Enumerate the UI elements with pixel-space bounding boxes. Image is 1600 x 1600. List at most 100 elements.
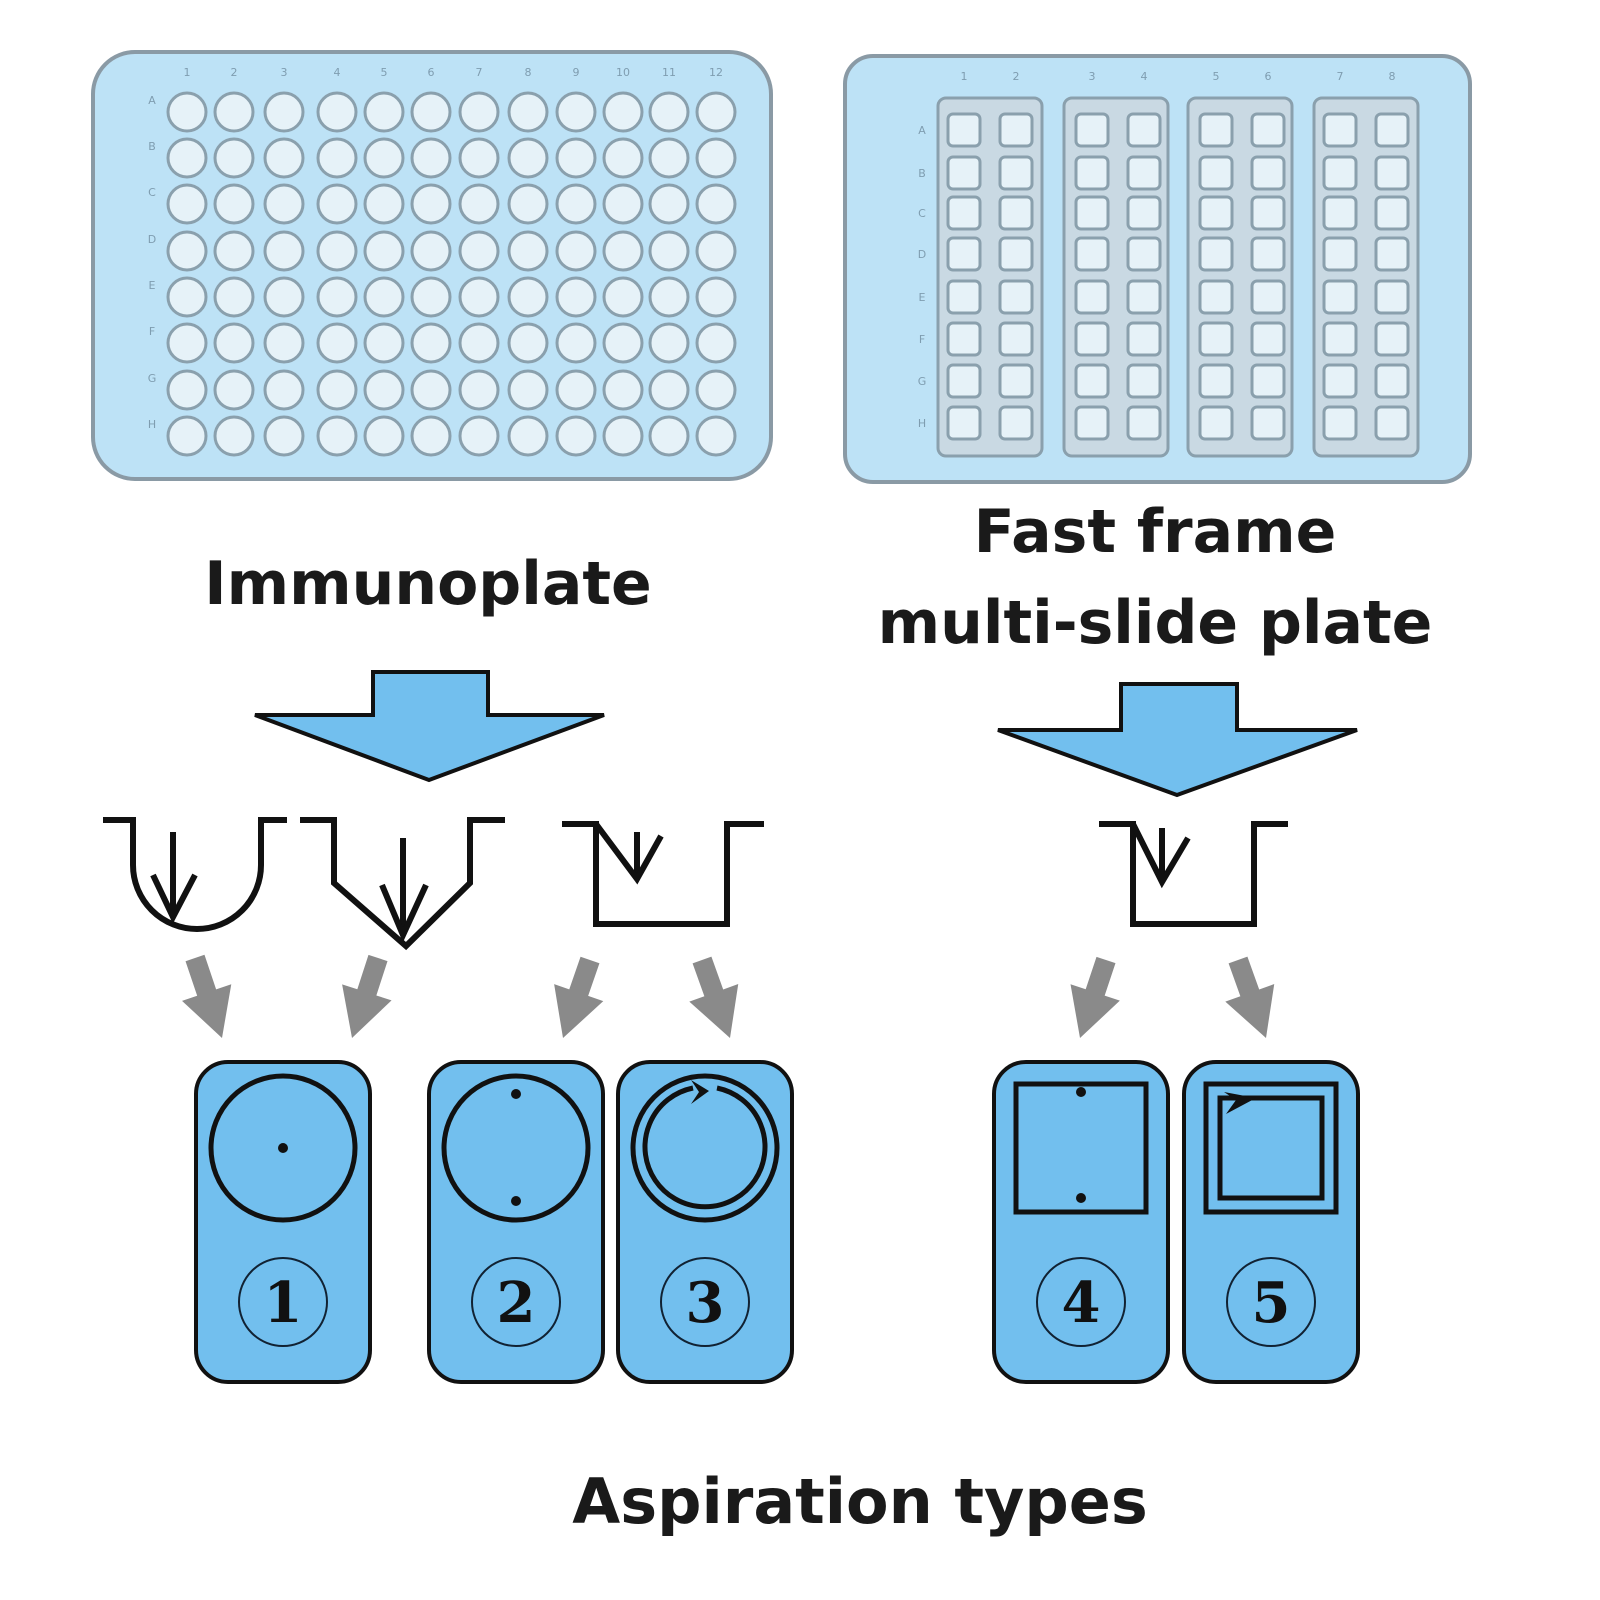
well <box>1250 405 1286 441</box>
well <box>602 137 644 179</box>
well <box>507 322 549 364</box>
well <box>507 183 549 225</box>
row-label: B <box>148 140 156 153</box>
aspiration-point-icon <box>511 1089 521 1099</box>
column-label: 6 <box>1265 70 1272 83</box>
well <box>946 112 982 148</box>
row-label: D <box>918 248 926 261</box>
well <box>1250 236 1286 272</box>
well <box>363 322 405 364</box>
row-label: C <box>148 186 156 199</box>
aspiration-type-card-4: 4 <box>992 1060 1170 1384</box>
well <box>1198 321 1234 357</box>
well <box>458 369 500 411</box>
immunoplate-wells <box>166 91 737 457</box>
well <box>410 322 452 364</box>
well <box>458 276 500 318</box>
column-label: 5 <box>1213 70 1220 83</box>
well <box>1322 195 1358 231</box>
well <box>1322 321 1358 357</box>
well <box>263 276 305 318</box>
well <box>410 276 452 318</box>
well <box>1198 405 1234 441</box>
well <box>946 405 982 441</box>
aspiration-type-number: 3 <box>686 1270 725 1336</box>
well <box>998 112 1034 148</box>
column-label: 9 <box>573 66 580 79</box>
gray-arrows <box>182 954 1275 1038</box>
gray-down-arrow-icon <box>182 954 232 1038</box>
well <box>507 276 549 318</box>
well <box>998 195 1034 231</box>
well <box>1074 236 1110 272</box>
column-label: 1 <box>184 66 191 79</box>
aspiration-point-icon <box>1076 1193 1086 1203</box>
well <box>410 369 452 411</box>
well <box>410 91 452 133</box>
well <box>263 137 305 179</box>
column-label: 6 <box>428 66 435 79</box>
aspiration-type-number: 4 <box>1062 1270 1101 1336</box>
fast-frame-title-line1: Fast frame <box>974 497 1337 567</box>
well <box>363 415 405 457</box>
gray-down-arrow-icon <box>689 956 739 1038</box>
well <box>1074 363 1110 399</box>
column-label: 7 <box>1337 70 1344 83</box>
well <box>648 137 690 179</box>
well <box>316 183 358 225</box>
well <box>507 415 549 457</box>
well <box>166 137 208 179</box>
column-label: 4 <box>334 66 341 79</box>
well <box>648 183 690 225</box>
well <box>363 137 405 179</box>
well <box>1374 155 1410 191</box>
slide-strip <box>1062 96 1170 458</box>
well <box>946 236 982 272</box>
aspiration-type-card-1: 1 <box>194 1060 372 1384</box>
well <box>1374 112 1410 148</box>
well <box>602 183 644 225</box>
gray-down-arrow-icon <box>1225 956 1275 1038</box>
well <box>213 137 255 179</box>
well <box>998 363 1034 399</box>
well <box>458 91 500 133</box>
column-label: 8 <box>1389 70 1396 83</box>
well <box>263 322 305 364</box>
well <box>998 279 1034 315</box>
well <box>458 322 500 364</box>
well <box>263 183 305 225</box>
well <box>363 183 405 225</box>
row-label: E <box>919 291 926 304</box>
circular-sweep-icon <box>642 1085 768 1210</box>
well <box>1198 279 1234 315</box>
row-label: G <box>918 375 927 388</box>
row-label: C <box>918 207 926 220</box>
well <box>555 91 597 133</box>
well <box>213 276 255 318</box>
well <box>166 183 208 225</box>
well <box>1198 112 1234 148</box>
well <box>602 369 644 411</box>
well <box>213 322 255 364</box>
well <box>946 321 982 357</box>
column-label: 7 <box>476 66 483 79</box>
sweep-arrowhead-icon <box>1224 1092 1256 1114</box>
well <box>1250 279 1286 315</box>
well <box>1198 155 1234 191</box>
gray-down-arrow-icon <box>1070 956 1120 1038</box>
well <box>458 415 500 457</box>
well <box>363 369 405 411</box>
column-label: 3 <box>281 66 288 79</box>
well <box>1374 363 1410 399</box>
well <box>1126 321 1162 357</box>
aspiration-type-card-3: 3 <box>616 1060 794 1384</box>
well <box>458 137 500 179</box>
well <box>946 279 982 315</box>
column-label: 12 <box>709 66 723 79</box>
well <box>602 322 644 364</box>
immunoplate-title: Immunoplate <box>204 549 651 619</box>
well-profile-round-bottom <box>103 817 287 932</box>
